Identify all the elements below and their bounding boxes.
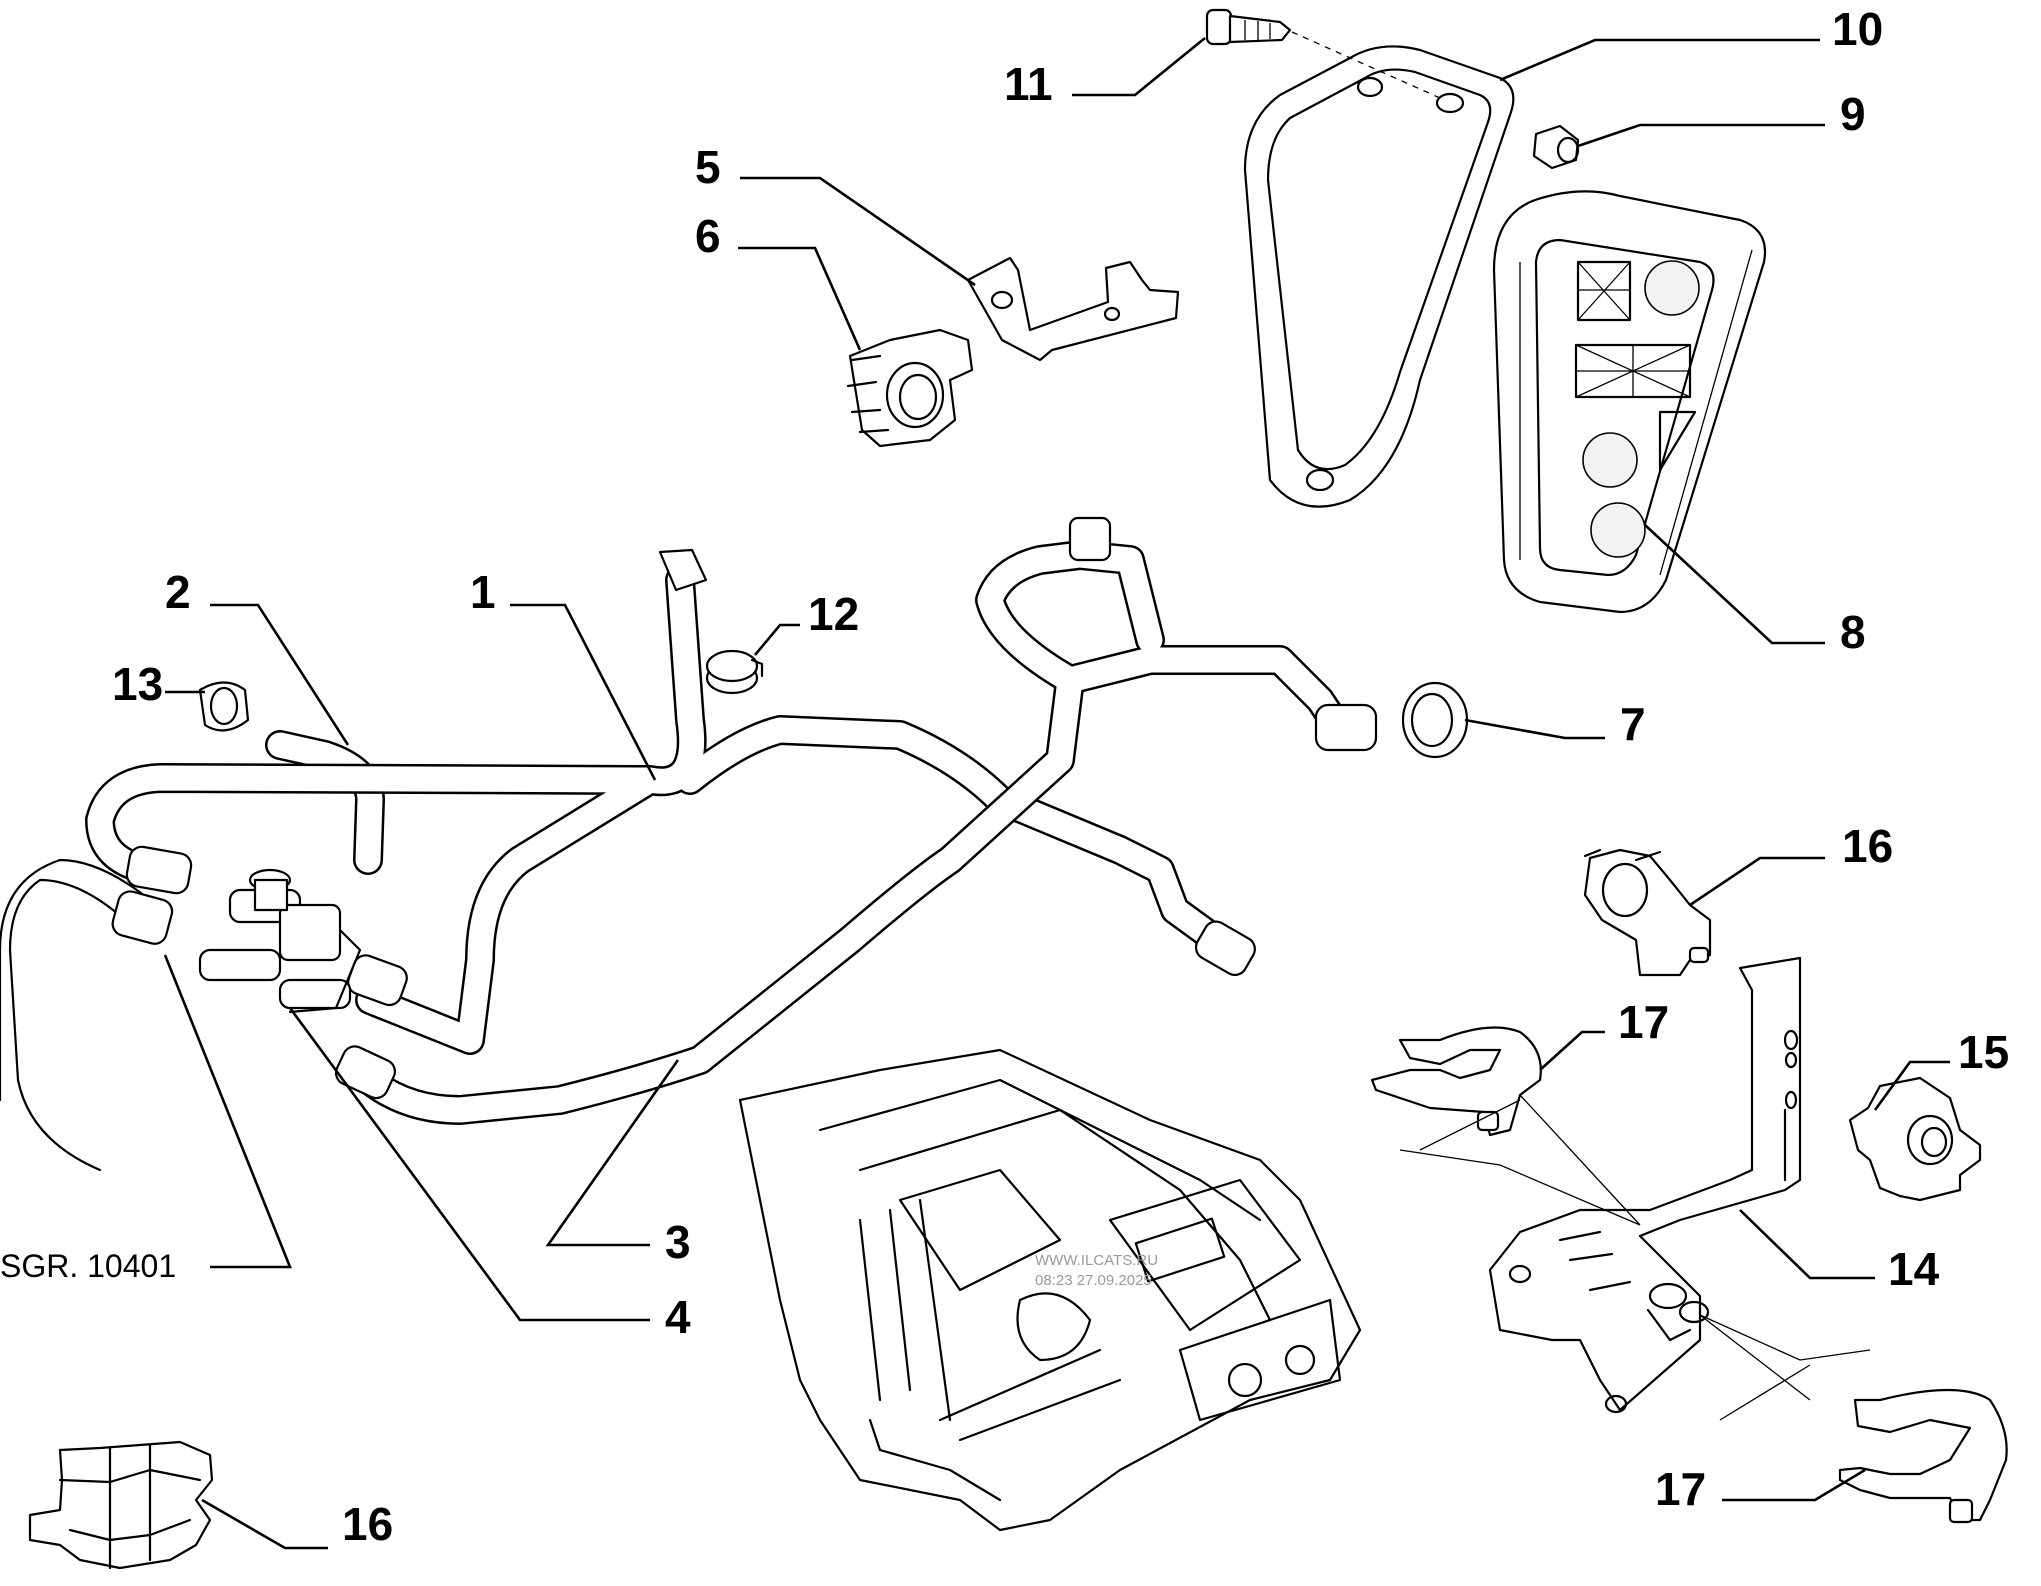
- callout-3: 3: [545, 1059, 691, 1268]
- svg-text:13: 13: [112, 658, 163, 710]
- svg-text:15: 15: [1958, 1026, 2009, 1078]
- callout-2: 2: [165, 566, 350, 746]
- callout-10: 10: [1499, 3, 1883, 82]
- hose-part-1: [85, 548, 1256, 1055]
- nut-part-9: [1532, 124, 1580, 170]
- callout-16-top: 16: [1689, 820, 1893, 907]
- svg-text:10: 10: [1832, 3, 1883, 55]
- callout-11: 11: [1004, 36, 1206, 110]
- callout-9: 9: [1577, 88, 1866, 148]
- reference-hose-sgr: [0, 858, 174, 1172]
- callout-4: 4: [288, 1007, 691, 1343]
- watermark: WWW.ILCATS.RU 08:23 27.09.2025: [1035, 1252, 1158, 1289]
- svg-text:16: 16: [342, 1498, 393, 1550]
- callout-16-bottom: 16: [201, 1498, 393, 1550]
- clip-part-16-top: [1583, 848, 1712, 977]
- clamp-part-13: [198, 681, 250, 732]
- callout-13: 13: [112, 658, 205, 710]
- svg-text:16: 16: [1842, 820, 1893, 872]
- clip-part-15: [1848, 1076, 1982, 1202]
- svg-text:7: 7: [1620, 698, 1646, 750]
- bracket-part-5: [966, 256, 1180, 362]
- filter-part-8: [1492, 190, 1767, 614]
- clamp-part-12: [705, 649, 764, 695]
- svg-text:3: 3: [665, 1216, 691, 1268]
- callout-1: 1: [470, 566, 657, 781]
- svg-text:WWW.ILCATS.RU: WWW.ILCATS.RU: [1035, 1252, 1158, 1269]
- bracket-part-14: [1488, 956, 1802, 1414]
- callout-12: 12: [754, 588, 859, 656]
- svg-text:8: 8: [1840, 606, 1866, 658]
- hose-part-2: [265, 730, 385, 875]
- callout-5: 5: [695, 141, 976, 287]
- svg-text:SGR. 10401: SGR. 10401: [0, 1248, 176, 1284]
- callout-7: 7: [1464, 698, 1646, 750]
- clip-part-17-top: [1370, 1026, 1542, 1137]
- callout-15: 15: [1873, 1026, 2009, 1111]
- callout-14: 14: [1739, 1209, 1940, 1295]
- clip-part-6: [846, 328, 974, 448]
- callout-8: 8: [1644, 524, 1866, 658]
- reference-label: SGR. 10401: [0, 954, 292, 1284]
- svg-text:17: 17: [1618, 996, 1669, 1048]
- screw-part-11: [1205, 8, 1441, 99]
- clip-part-16-bottom: [28, 1440, 214, 1570]
- svg-text:12: 12: [808, 588, 859, 640]
- svg-text:11: 11: [1004, 58, 1053, 110]
- gasket-frame-part-10: [1243, 45, 1515, 508]
- svg-text:5: 5: [695, 141, 721, 193]
- valve-part-4: [198, 868, 362, 1014]
- callout-17-top: 17: [1399, 996, 1669, 1226]
- svg-text:4: 4: [665, 1291, 691, 1343]
- svg-text:14: 14: [1888, 1243, 1940, 1295]
- svg-text:2: 2: [165, 566, 191, 618]
- svg-text:17: 17: [1655, 1463, 1706, 1515]
- callout-6: 6: [695, 210, 862, 351]
- clamp-part-7: [1401, 681, 1469, 759]
- callout-17-bottom: 17: [1655, 1314, 1871, 1515]
- svg-text:9: 9: [1840, 88, 1866, 140]
- clip-part-17-bottom: [1838, 1388, 2008, 1524]
- svg-text:6: 6: [695, 210, 721, 262]
- svg-text:08:23 27.09.2025: 08:23 27.09.2025: [1035, 1272, 1152, 1289]
- heater-assembly: [738, 1048, 1362, 1532]
- svg-text:1: 1: [470, 566, 496, 618]
